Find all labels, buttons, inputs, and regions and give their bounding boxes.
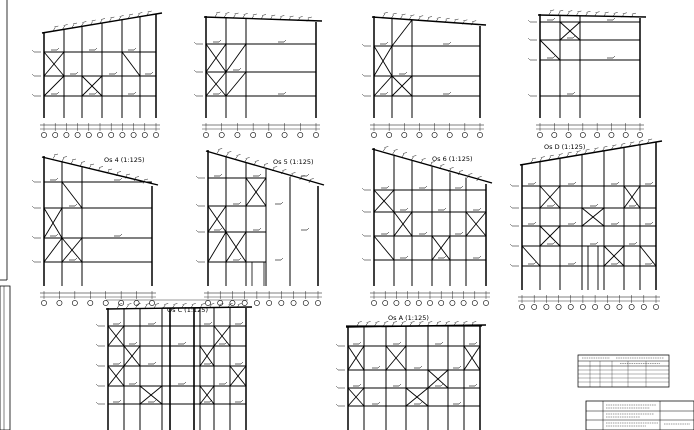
elevation-title-os-5: Os 5 (1:125) (273, 158, 314, 166)
elevation-frame (32, 154, 158, 306)
elevation-title-os-6: Os 6 (1:125) (432, 155, 473, 163)
elevation-title-os-c: Os C (1:125) (167, 306, 208, 314)
extra-details (106, 246, 598, 430)
elevation-title-os-d: Os D (1:125) (544, 143, 585, 151)
elevation-frame (336, 322, 486, 430)
elevation-frame (362, 12, 486, 137)
left-stamp-box (0, 286, 10, 430)
elevation-frame (362, 147, 492, 306)
elevation-frame (196, 149, 324, 306)
elevation-title-os-a: Os A (1:125) (388, 314, 429, 322)
elevation-frame (32, 11, 162, 138)
elevation-frame (510, 139, 662, 310)
elevation-frame (194, 12, 322, 138)
elevation-title-os-4: Os 4 (1:125) (104, 156, 145, 164)
elevation-frame (528, 10, 646, 138)
title-block (586, 401, 694, 430)
elevation-drawings (32, 10, 662, 430)
schedule-table (578, 355, 669, 387)
